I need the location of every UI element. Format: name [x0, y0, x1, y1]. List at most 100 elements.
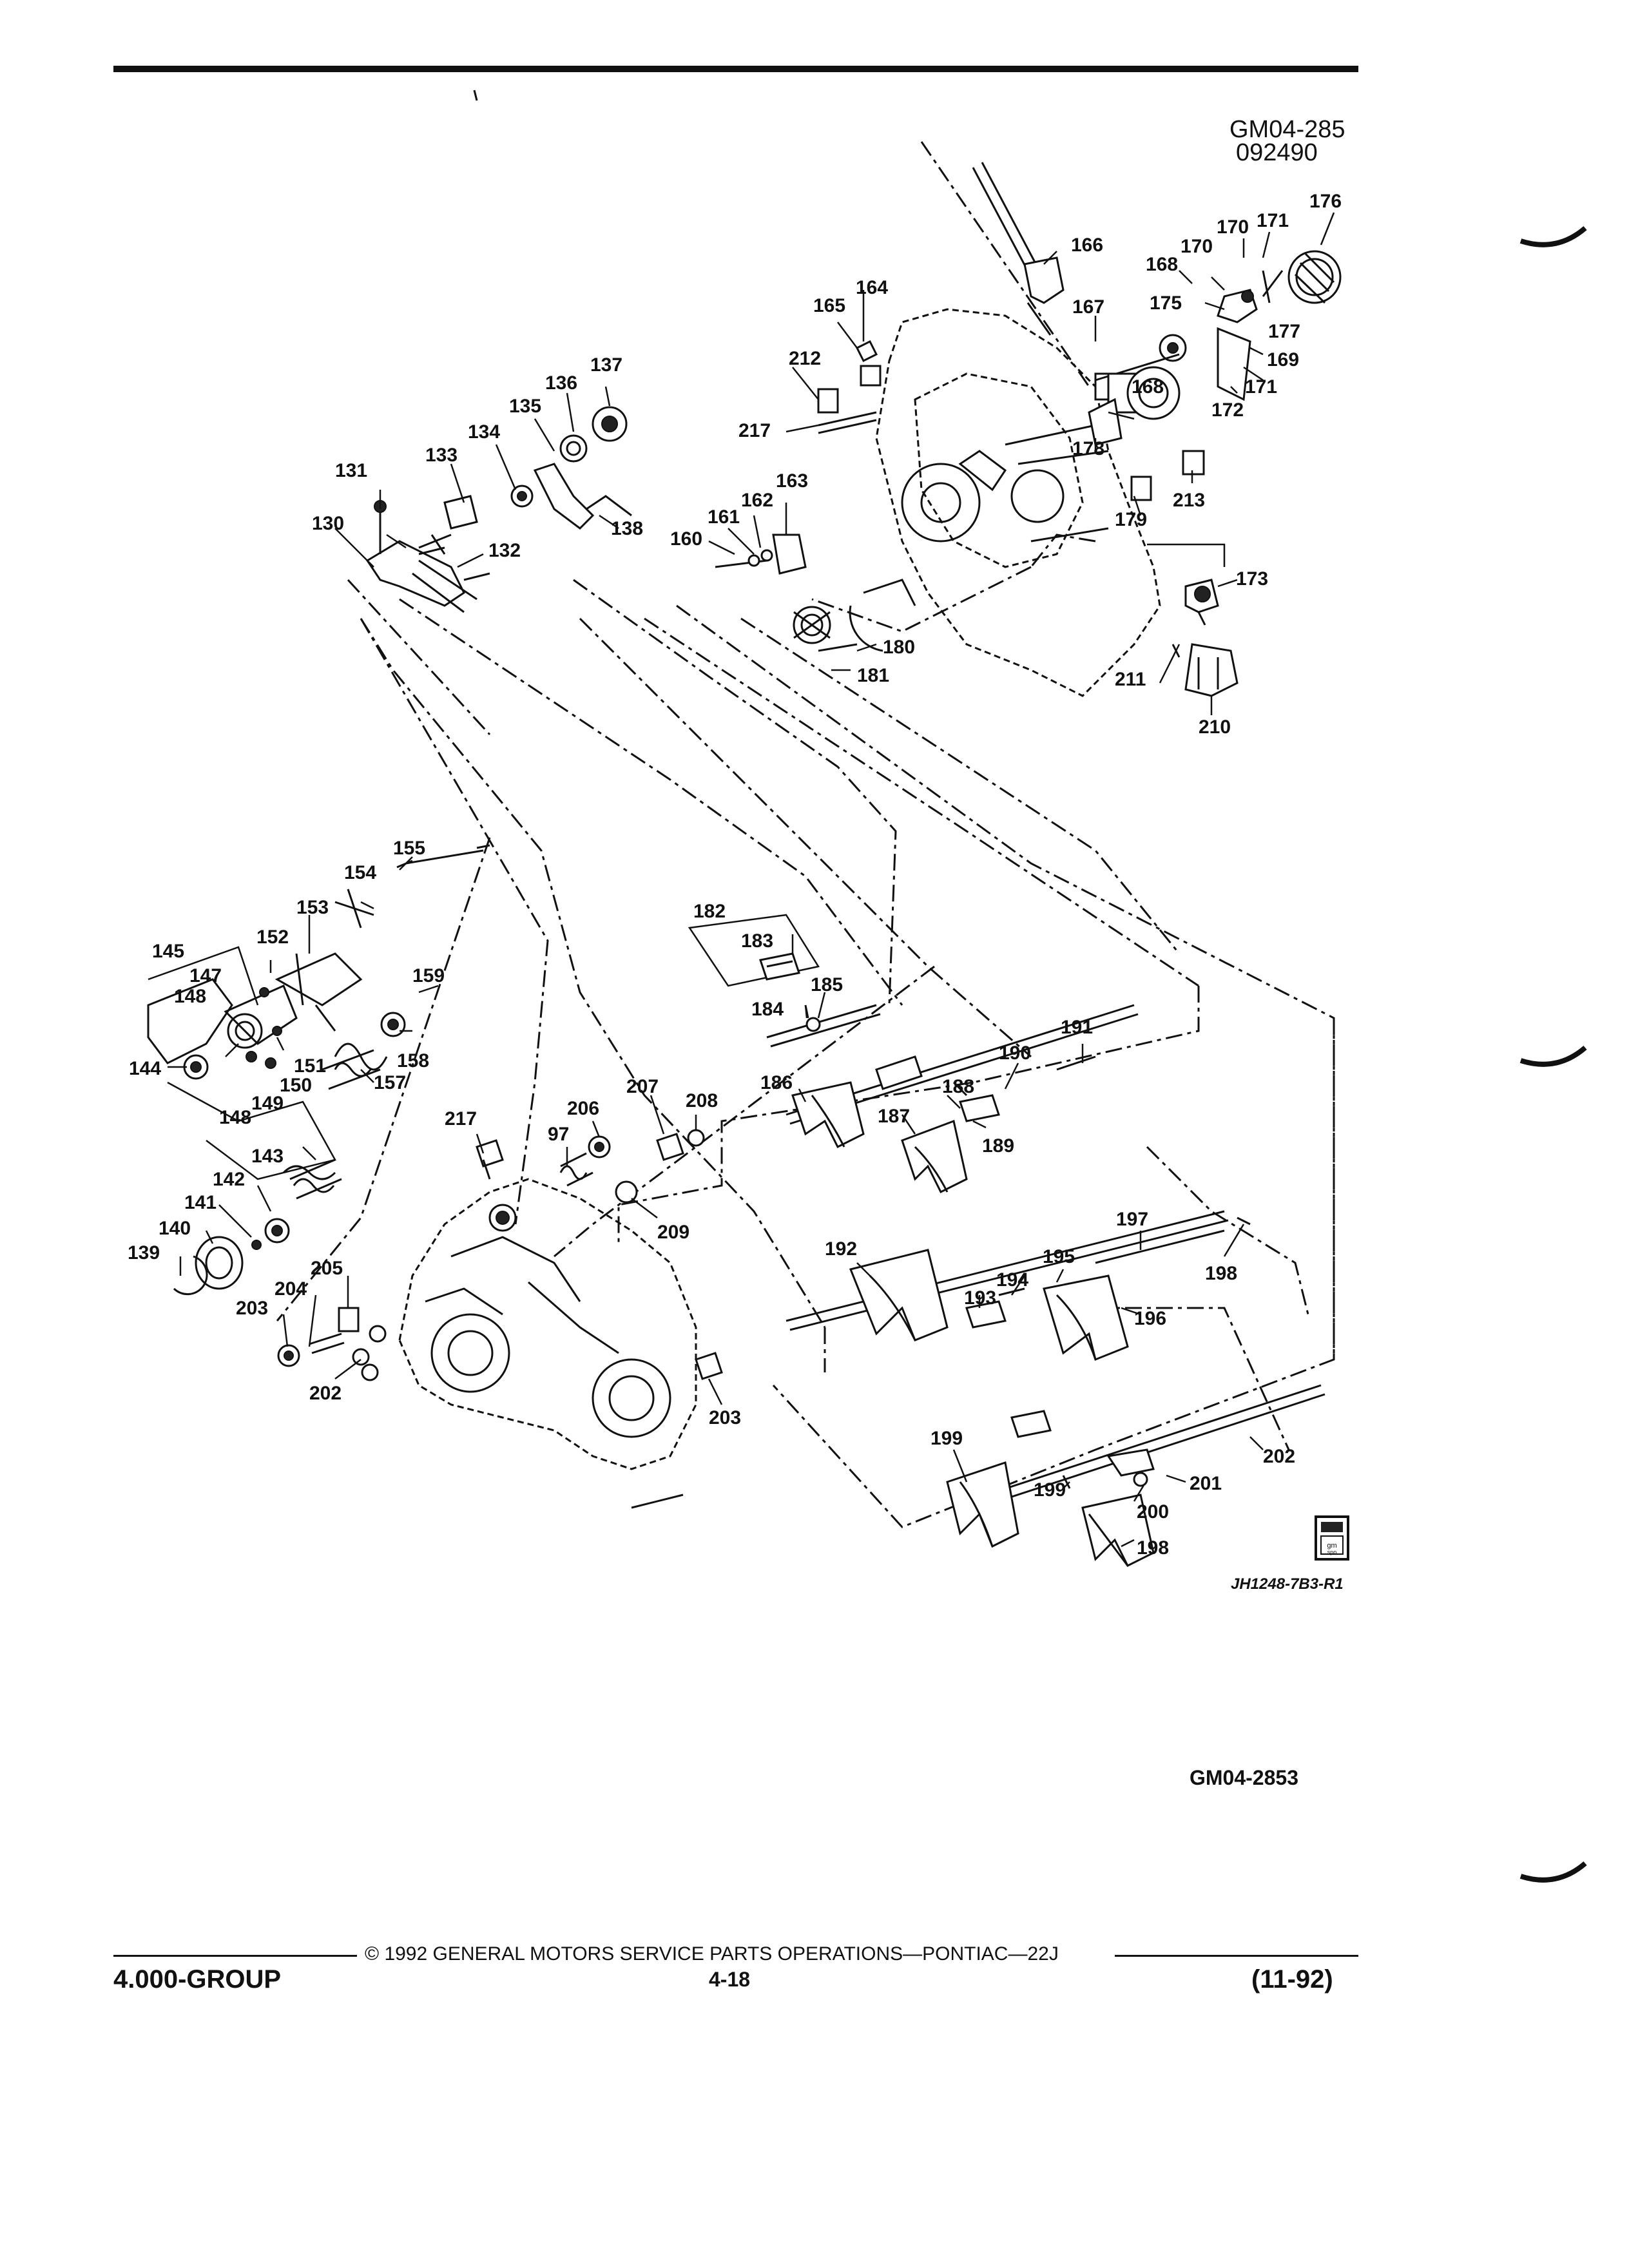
part-label-162: 163 — [776, 470, 808, 492]
part-label-134: 134 — [468, 421, 500, 443]
footer-copyright: © 1992 GENERAL MOTORS SERVICE PARTS OPER… — [365, 1943, 1059, 1965]
part-label-189: 191 — [1061, 1017, 1093, 1038]
part-label-212: 210 — [1199, 716, 1231, 738]
part-label-171b: 172 — [1211, 399, 1244, 421]
part-label-135: 135 — [509, 396, 541, 417]
footer-page-number: 4-18 — [709, 1968, 751, 1991]
part-label-177: 179 — [1115, 509, 1147, 530]
part-label-190: 192 — [825, 1238, 857, 1260]
part-label-187: 189 — [982, 1135, 1014, 1157]
figure-code: GM04-2853 — [1190, 1766, 1298, 1789]
part-label-201: 201 — [1190, 1473, 1222, 1494]
part-label-182: 184 — [751, 999, 784, 1020]
part-label-155: 155 — [393, 838, 425, 859]
part-label-205: 203 — [236, 1298, 268, 1319]
part-label-183: 185 — [811, 974, 843, 995]
shift-lever-cluster — [1088, 250, 1342, 446]
part-label-185: 187 — [878, 1106, 910, 1127]
footer-revision: (11-92) — [1251, 1965, 1333, 1994]
part-label-169: 170 — [1181, 236, 1213, 257]
part-label-141: 141 — [184, 1192, 217, 1213]
part-label-193: 195 — [1043, 1246, 1075, 1267]
part-label-160: 161 — [708, 506, 740, 528]
part-label-167: 168 — [1132, 376, 1164, 398]
part-label-132: 132 — [488, 540, 521, 561]
part-label-219: 217 — [445, 1108, 477, 1129]
part-label-176: 178 — [1072, 438, 1104, 459]
part-label-170b: 171 — [1245, 376, 1277, 398]
part-label-138: 138 — [611, 518, 643, 539]
part-label-198: 198 — [1137, 1537, 1169, 1559]
gm-spo-logo: gm spo — [1315, 1515, 1349, 1561]
reference-code: GM04-285 — [1229, 116, 1345, 143]
footer-rule-right — [1115, 1955, 1358, 1957]
part-label-136: 136 — [545, 372, 577, 394]
part-label-200: 200 — [1137, 1501, 1169, 1523]
footer-group: 4.000-GROUP — [113, 1965, 282, 1994]
part-label-206: 204 — [275, 1278, 307, 1300]
sensor-and-bracket — [1147, 543, 1239, 697]
part-label-161: 162 — [741, 490, 773, 511]
top-rule — [113, 66, 1358, 72]
part-label-150: 150 — [280, 1075, 312, 1096]
part-label-181: 183 — [741, 930, 773, 952]
part-label-175: 177 — [1268, 321, 1300, 342]
part-label-156: 157 — [374, 1072, 406, 1093]
part-label-142: 142 — [213, 1169, 245, 1190]
date-code: 092490 — [1236, 139, 1318, 166]
part-label-179: 181 — [857, 665, 889, 686]
speedometer-gear — [793, 579, 916, 652]
part-label-148: 148 — [174, 986, 206, 1007]
svg-text:spo: spo — [1327, 1549, 1337, 1555]
part-label-213: 211 — [1115, 669, 1146, 690]
part-label-204: 202 — [309, 1383, 342, 1404]
part-label-178: 180 — [883, 637, 915, 658]
part-label-195: 197 — [1116, 1209, 1148, 1230]
upper-small-parts — [817, 340, 1205, 501]
part-label-208: 206 — [567, 1098, 599, 1119]
part-label-171: 171 — [1257, 210, 1289, 231]
part-label-197: 199 — [930, 1428, 963, 1449]
part-label-154: 154 — [344, 862, 376, 883]
binder-mark — [1519, 1861, 1587, 1883]
part-label-157: 158 — [397, 1050, 429, 1072]
leader-lines — [168, 212, 1335, 1548]
part-label-172: 173 — [1236, 568, 1268, 590]
part-label-194: 196 — [1134, 1308, 1166, 1329]
part-label-151: 151 — [294, 1055, 326, 1077]
part-label-184: 186 — [760, 1072, 793, 1093]
part-label-97: 97 — [548, 1124, 569, 1145]
part-label-217: 212 — [789, 348, 821, 369]
shift-lever-assembly — [365, 406, 632, 613]
part-label-188: 190 — [999, 1043, 1031, 1064]
part-label-202: 202 — [1263, 1446, 1295, 1467]
part-label-191: 193 — [964, 1287, 996, 1309]
part-label-180: 182 — [693, 901, 726, 922]
part-label-165: 166 — [1071, 235, 1103, 256]
stray-mark — [473, 90, 478, 101]
part-165-shaft — [972, 162, 1065, 336]
part-label-139: 139 — [128, 1242, 160, 1264]
part-label-217b: 213 — [1173, 490, 1205, 511]
routing-lines — [276, 141, 1335, 1528]
part-label-158: 159 — [412, 965, 445, 986]
stray-mark — [631, 1494, 684, 1509]
part-label-210: 208 — [686, 1090, 718, 1111]
shift-fork-190-196 — [786, 1210, 1251, 1361]
part-label-186: 188 — [942, 1076, 974, 1097]
part-label-168b: 169 — [1267, 349, 1299, 370]
part-label-130: 130 — [312, 513, 344, 534]
binder-mark — [1519, 226, 1587, 247]
part-label-133: 133 — [425, 445, 458, 466]
part-label-218: 217 — [738, 420, 771, 441]
part-label-140: 140 — [159, 1218, 191, 1239]
bearing-retainer-parts — [715, 533, 807, 575]
shift-fork-184-189 — [786, 1004, 1139, 1194]
part-label-211: 209 — [657, 1222, 689, 1243]
part-label-209: 207 — [626, 1076, 659, 1097]
part-number-labels: 166 167 168 170 170 171 176 175 177 169 … — [128, 191, 1344, 1789]
part-label-144: 144 — [129, 1058, 161, 1079]
detent-spring-group — [147, 844, 490, 1296]
part-label-166: 167 — [1072, 296, 1104, 318]
